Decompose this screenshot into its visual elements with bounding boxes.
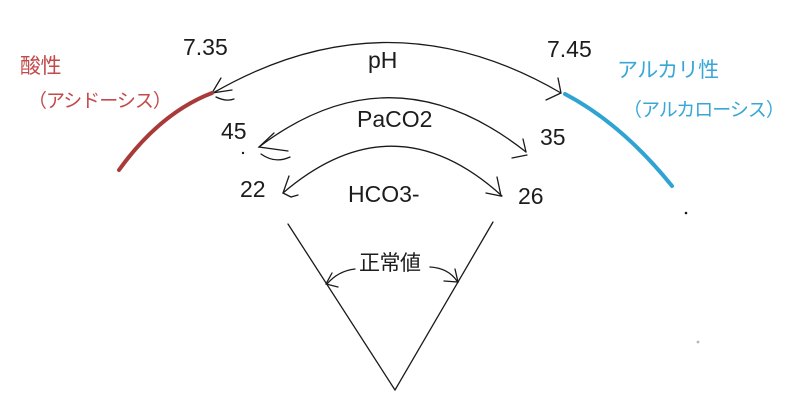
ph-upper-limit: 7.45: [547, 36, 592, 62]
alkalosis-cyan-stroke: [563, 92, 674, 188]
paco2-right-limit: 35: [540, 124, 566, 150]
normal-v-right-line: [394, 221, 494, 391]
acid-side-title: 酸性: [20, 55, 62, 78]
paco2-left-arrowhead: [257, 132, 289, 152]
normal-v-left-line: [287, 223, 396, 391]
alkali-side-title: アルカリ性: [617, 59, 719, 82]
normal-left-arrow-curve: [326, 268, 356, 285]
ph-range-arc: [212, 41, 562, 94]
hco3-label: HCO3-: [348, 181, 420, 207]
acidosis-subtitle: （アシドーシス）: [28, 91, 172, 112]
acidosis-red-stroke: [117, 91, 214, 172]
stray-dot: [696, 340, 700, 344]
alkalosis-subtitle: （アルカローシス）: [623, 100, 785, 121]
paco2-right-arrowhead: [522, 138, 527, 153]
stray-dot: [684, 211, 688, 215]
ph-lower-limit: 7.35: [183, 34, 228, 60]
paco2-label: PaCO2: [357, 106, 433, 132]
hco3-upper-limit: 26: [518, 183, 544, 209]
normal-value-label: 正常値: [359, 252, 421, 275]
paco2-left-arrow-flick: [260, 153, 291, 161]
normal-right-arrow-curve: [429, 266, 458, 282]
ph-right-arrowhead: [545, 77, 562, 101]
hco3-right-arrowhead: [485, 176, 502, 197]
ph-left-arrowhead: [210, 77, 233, 94]
hco3-range-arc: [282, 145, 503, 197]
hco3-left-arrowhead: [282, 175, 299, 198]
paco2-range-arc: [258, 97, 527, 153]
paco2-left-limit: 45: [221, 118, 247, 144]
normal-right-arrowhead: [443, 268, 459, 283]
normal-left-arrowhead: [325, 272, 339, 288]
paco2-right-arrow-flick: [511, 154, 528, 159]
ph-left-arrow-flick: [215, 96, 235, 101]
ph-label: pH: [368, 47, 398, 73]
hco3-lower-limit: 22: [240, 176, 266, 202]
stray-dot: [241, 151, 245, 155]
